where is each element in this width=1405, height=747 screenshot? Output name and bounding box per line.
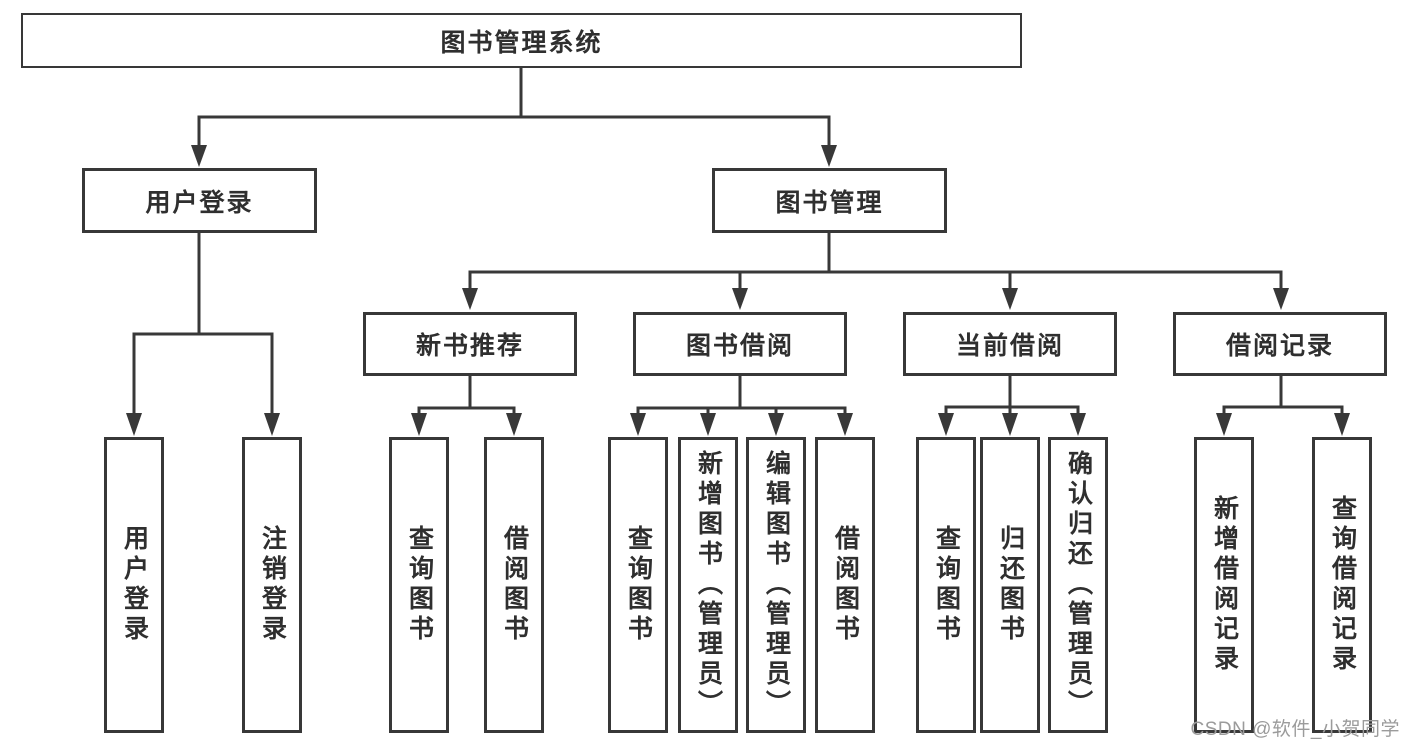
leaf-label: 查询图书 <box>624 525 653 645</box>
node-label: 图书管理 <box>775 188 884 217</box>
leaf-label: 新增借阅记录 <box>1210 495 1239 675</box>
leaf-return-book: 归还图书 <box>980 437 1040 733</box>
leaf-label: 借阅图书 <box>500 525 529 645</box>
leaf-edit-book-admin: 编辑图书（管理员） <box>746 437 806 733</box>
node-user-login: 用户登录 <box>82 168 317 233</box>
node-current-borrowing: 当前借阅 <box>903 312 1117 376</box>
node-label: 用户登录 <box>145 188 254 217</box>
leaf-label: 归还图书 <box>996 525 1025 645</box>
leaf-query-books-borrowing: 查询图书 <box>608 437 668 733</box>
leaf-logout: 注销登录 <box>242 437 302 733</box>
node-label: 图书管理系统 <box>440 28 603 57</box>
leaf-user-login: 用户登录 <box>104 437 164 733</box>
connector-segments <box>132 66 1344 417</box>
node-book-management: 图书管理 <box>712 168 947 233</box>
node-new-book-recommend: 新书推荐 <box>363 312 577 376</box>
node-library-management-system: 图书管理系统 <box>21 13 1022 68</box>
leaf-label: 查询借阅记录 <box>1328 495 1357 675</box>
leaf-label: 确认归还（管理员） <box>1064 450 1093 720</box>
csdn-watermark: CSDN @软件_小贺同学 <box>1190 719 1400 740</box>
leaf-label: 用户登录 <box>120 525 149 645</box>
node-borrowing-records: 借阅记录 <box>1173 312 1387 376</box>
node-book-borrowing: 图书借阅 <box>633 312 847 376</box>
leaf-label: 查询图书 <box>405 525 434 645</box>
leaf-add-borrow-record: 新增借阅记录 <box>1194 437 1254 733</box>
node-label: 借阅记录 <box>1225 332 1334 360</box>
node-label: 新书推荐 <box>415 332 524 360</box>
leaf-label: 借阅图书 <box>831 525 860 645</box>
leaf-query-borrow-record: 查询借阅记录 <box>1312 437 1372 733</box>
leaf-label: 新增图书（管理员） <box>694 450 723 720</box>
leaf-add-book-admin: 新增图书（管理员） <box>678 437 738 733</box>
leaf-query-books-recommend: 查询图书 <box>389 437 449 733</box>
leaf-query-books-current: 查询图书 <box>916 437 976 733</box>
arrowheads <box>126 145 1350 436</box>
node-label: 图书借阅 <box>685 332 794 360</box>
leaf-label: 注销登录 <box>258 525 287 645</box>
leaf-confirm-return-admin: 确认归还（管理员） <box>1048 437 1108 733</box>
leaf-label: 查询图书 <box>932 525 961 645</box>
leaf-label: 编辑图书（管理员） <box>762 450 791 720</box>
leaf-borrow-books-recommend: 借阅图书 <box>484 437 544 733</box>
node-label: 当前借阅 <box>955 332 1064 360</box>
leaf-borrow-books: 借阅图书 <box>815 437 875 733</box>
